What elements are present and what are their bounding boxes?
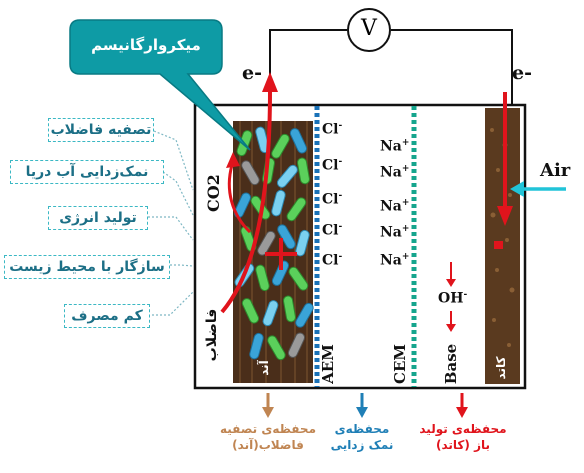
aem-label: AEM [319, 344, 337, 384]
microorganism-callout-shape [69, 19, 251, 151]
hydroxide-ion: OH- [438, 290, 468, 307]
oh-arrowhead-top [446, 279, 456, 287]
electron-flow-arrow-up [220, 89, 272, 314]
chloride-ion: Cl- [322, 191, 343, 208]
chloride-ion: Cl- [322, 222, 343, 239]
anode-chamber-label: محفظه‌ی تصفیه فاضلاب(آند) [220, 422, 316, 452]
air-arrowhead [510, 181, 524, 197]
voltmeter-symbol: V [361, 16, 377, 41]
cathode-chamber-label: محفظه‌ی تولید باز (کاتد) [419, 422, 507, 452]
sodium-ion: Na+ [380, 224, 410, 241]
feature-box-eco-friendly: سازگار با محیط زیست [4, 255, 170, 279]
electron-down-arrowhead [497, 206, 513, 226]
cathode-minus-icon [494, 241, 503, 249]
cathode-texture [490, 128, 515, 367]
desal-chamber-arrowhead [356, 407, 368, 418]
feature-connectors [148, 130, 194, 316]
chloride-ion: Cl- [322, 157, 343, 174]
circuit-wire-right [391, 29, 513, 108]
feature-box-wastewater: تصفیه فاضلاب [48, 118, 154, 142]
sodium-ion: Na+ [380, 252, 410, 269]
sodium-ion: Na+ [380, 138, 410, 155]
electron-label-right: e- [512, 62, 532, 84]
anode-chamber-arrowhead [262, 407, 274, 418]
desalination-chamber-label: محفظه‌ی نمک زدایی [330, 422, 394, 452]
chloride-ion: Cl- [322, 121, 343, 138]
circuit-wire [269, 29, 347, 108]
chloride-ion: Cl- [322, 252, 343, 269]
cem-label: CEM [391, 344, 409, 384]
voltmeter-icon [347, 8, 391, 52]
sodium-ion: Na+ [380, 164, 410, 181]
electron-label-left: e- [242, 62, 262, 84]
microorganism-label: میکروارگانیسم [91, 36, 201, 54]
anode-plus-icon [265, 238, 297, 270]
cathode-label: کاتد [494, 356, 508, 380]
air-label: Air [540, 160, 571, 181]
feature-box-low-consumption: کم مصرف [64, 304, 150, 328]
cathode-chamber-arrowhead [456, 407, 468, 418]
co2-arrow [227, 164, 252, 234]
anode-label: آند [257, 360, 271, 376]
base-label: Base [442, 343, 460, 385]
co2-arrowhead [226, 152, 240, 168]
wastewater-label: فاضلاب [204, 308, 220, 362]
co2-label: CO2 [204, 174, 223, 212]
feature-box-energy: تولید انرژی [48, 206, 148, 230]
electron-up-arrowhead [262, 72, 278, 92]
oh-arrowhead-bottom [446, 324, 456, 332]
feature-box-desalination: نمک‌زدایی آب دریا [10, 160, 164, 184]
sodium-ion: Na+ [380, 198, 410, 215]
